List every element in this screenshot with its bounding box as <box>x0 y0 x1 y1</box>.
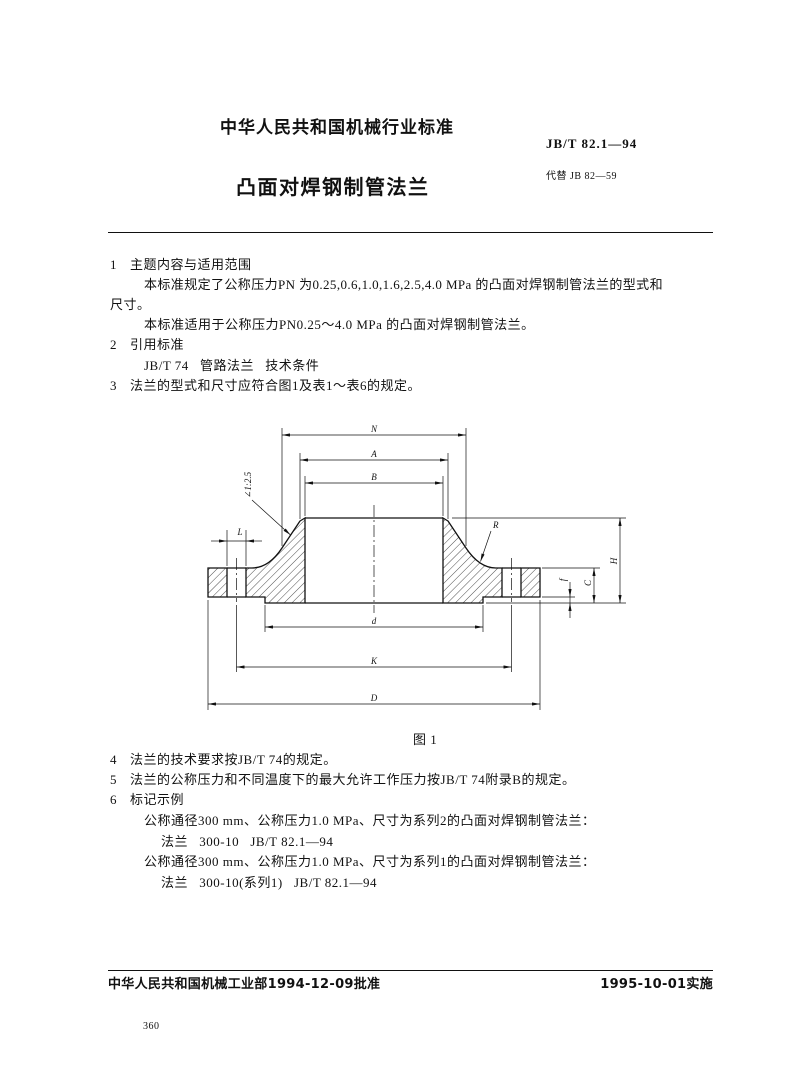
dimension-C-label: C <box>583 579 593 586</box>
slope-annotation: ∠1:2.5 <box>243 471 291 536</box>
dimension-A: A <box>299 449 449 519</box>
replaces-note: 代替 JB 82—59 <box>546 171 618 182</box>
approval-statement: 中华人民共和国机械工业部1994-12-09批准 <box>108 977 381 992</box>
section-6-title: 标记示例 <box>130 792 185 807</box>
section-1-paragraph-1-line-2: 尺寸。 <box>110 297 151 312</box>
standard-number: JB/T 82.1—94 <box>546 136 638 151</box>
dimension-N-label: N <box>370 424 378 434</box>
section-right-hub <box>442 516 503 604</box>
example-1-description: 公称通径300 mm、公称压力1.0 MPa、尺寸为系列2的凸面对焊钢制管法兰： <box>144 813 596 828</box>
section-left-hub <box>245 516 306 604</box>
dimension-d-label: d <box>372 616 377 626</box>
section-1-paragraph-1-line-1: 本标准规定了公称压力PN 为0.25,0.6,1.0,1.6,2.5,4.0 M… <box>144 277 663 292</box>
dimension-B: B <box>304 472 444 516</box>
example-2-marking: 法兰 300-10(系列1) JB/T 82.1—94 <box>161 875 378 890</box>
dimension-L-label: L <box>236 527 242 537</box>
section-4-text: 法兰的技术要求按JB/T 74的规定。 <box>130 752 337 767</box>
dimension-H-label: H <box>609 557 619 565</box>
footer-divider <box>108 970 713 971</box>
flange-section-drawing: N A B L ∠1:2.5 <box>207 424 626 710</box>
section-left-rim <box>207 567 228 598</box>
section-3-number: 3 <box>110 378 117 393</box>
example-1-marking: 法兰 300-10 JB/T 82.1—94 <box>161 834 334 849</box>
figure-caption: 图 1 <box>413 732 438 747</box>
header-divider <box>108 232 713 233</box>
dimension-d: d <box>264 605 484 632</box>
section-1-paragraph-2: 本标准适用于公称压力PN0.25～4.0 MPa 的凸面对焊钢制管法兰。 <box>144 317 535 332</box>
section-5-text: 法兰的公称压力和不同温度下的最大允许工作压力按JB/T 74附录B的规定。 <box>130 772 576 787</box>
fillet-radius-leader <box>480 530 492 562</box>
dimension-K-label: K <box>370 656 378 666</box>
slope-leader <box>251 499 291 536</box>
section-right-rim <box>520 567 541 598</box>
dimension-L: L <box>211 527 262 566</box>
dimension-K: K <box>236 605 512 672</box>
dimension-A-label: A <box>370 449 377 459</box>
slope-label: ∠1:2.5 <box>243 471 253 498</box>
section-2-number: 2 <box>110 337 117 352</box>
document-title: 凸面对焊钢制管法兰 <box>236 175 430 199</box>
dimension-C: C <box>583 568 596 603</box>
dimension-N: N <box>281 424 467 546</box>
fillet-radius-label: R <box>492 520 499 530</box>
dimension-D: D <box>207 600 541 710</box>
section-5-number: 5 <box>110 772 117 787</box>
dimension-D-label: D <box>370 693 378 703</box>
example-2-description: 公称通径300 mm、公称压力1.0 MPa、尺寸为系列1的凸面对焊钢制管法兰： <box>144 854 596 869</box>
dimension-f-label: f <box>558 577 568 581</box>
section-3-text: 法兰的型式和尺寸应符合图1及表1～表6的规定。 <box>130 378 422 393</box>
section-1-title: 主题内容与适用范围 <box>130 257 252 272</box>
effective-date: 1995-10-01实施 <box>600 977 713 992</box>
fillet-radius-annotation: R <box>480 520 499 562</box>
section-2-title: 引用标准 <box>130 337 185 352</box>
dimension-f: f <box>558 577 572 618</box>
section-1-number: 1 <box>110 257 117 272</box>
section-6-number: 6 <box>110 792 117 807</box>
section-2-reference: JB/T 74 管路法兰 技术条件 <box>144 358 320 373</box>
org-title: 中华人民共和国机械行业标准 <box>220 118 454 138</box>
dimension-B-label: B <box>371 472 377 482</box>
page-number: 360 <box>143 1021 160 1032</box>
dimension-H: H <box>609 518 622 603</box>
section-4-number: 4 <box>110 752 117 767</box>
